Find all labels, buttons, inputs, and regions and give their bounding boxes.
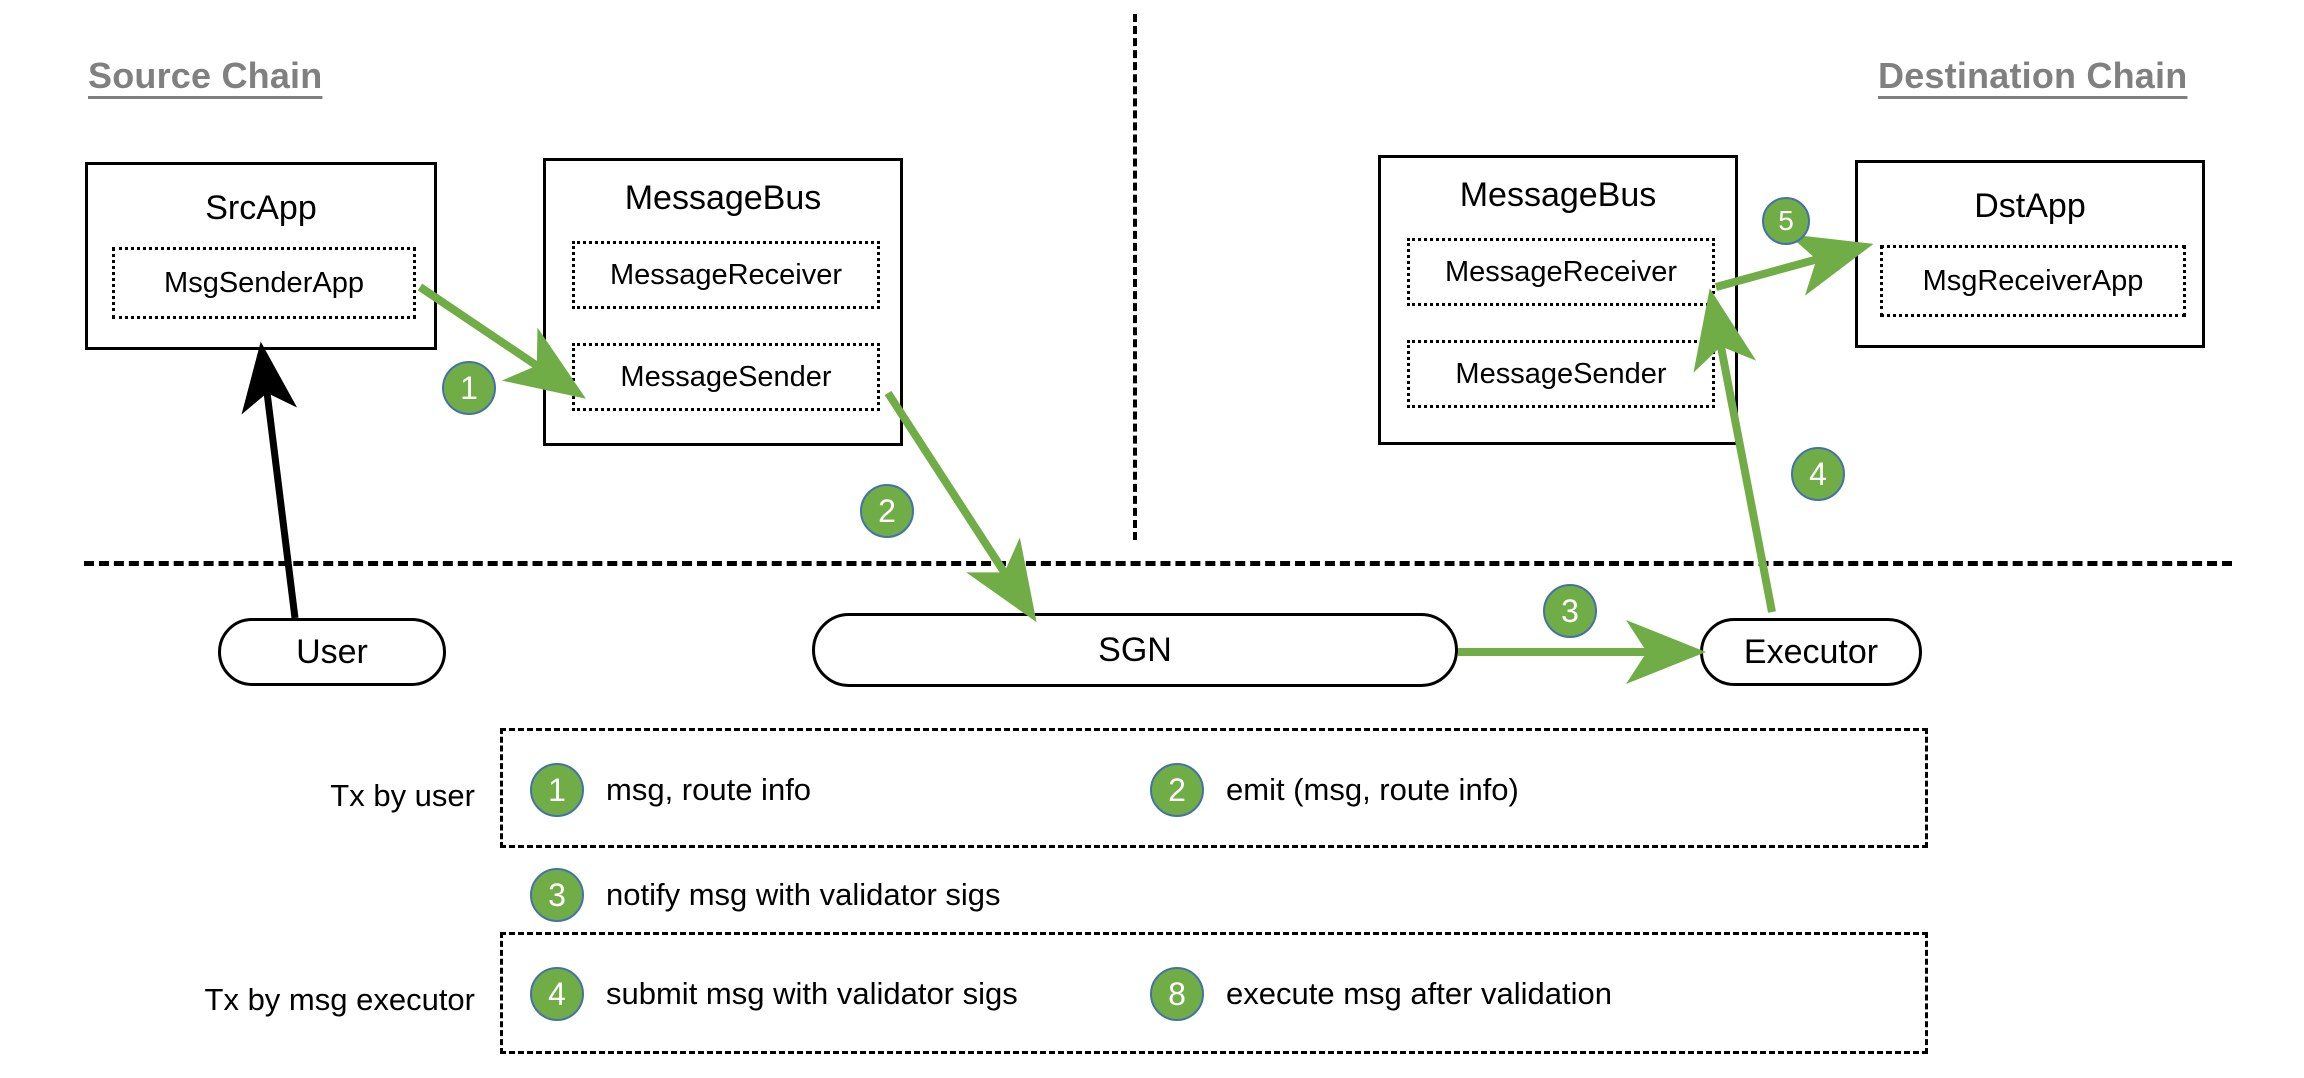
onchain-offchain-divider [84, 561, 2232, 566]
legend-text-3: notify msg with validator sigs [606, 877, 1001, 912]
src-app-title: SrcApp [205, 189, 317, 227]
destination-chain-heading: Destination Chain [1878, 55, 2188, 96]
flow-badge-3: 3 [1543, 584, 1597, 638]
legend-text-8: execute msg after validation [1226, 976, 1612, 1011]
flow-badge-1: 1 [442, 361, 496, 415]
chain-divider-vertical [1133, 14, 1137, 540]
src-app-box[interactable]: SrcApp MsgSenderApp [85, 162, 437, 350]
dst-app-title: DstApp [1974, 187, 2086, 225]
source-message-bus-box[interactable]: MessageBus MessageReceiver MessageSender [543, 158, 903, 446]
legend-text-4: submit msg with validator sigs [606, 976, 1018, 1011]
legend-group-tx-by-msg-executor [500, 932, 1928, 1054]
legend-text-1: msg, route info [606, 772, 812, 807]
legend-badge-4: 4 [530, 967, 584, 1021]
source-message-receiver-component[interactable]: MessageReceiver [572, 241, 880, 309]
source-message-sender-component[interactable]: MessageSender [572, 343, 880, 411]
destination-message-bus-title: MessageBus [1459, 176, 1657, 214]
source-message-bus-title: MessageBus [624, 179, 822, 217]
dst-app-box[interactable]: DstApp MsgReceiverApp [1855, 160, 2205, 348]
flow-badge-5: 5 [1762, 197, 1810, 245]
destination-message-bus-box[interactable]: MessageBus MessageReceiver MessageSender [1378, 155, 1738, 445]
legend-item-1: 1 msg, route info [530, 763, 811, 817]
legend-badge-3: 3 [530, 868, 584, 922]
user-node[interactable]: User [218, 618, 446, 686]
source-chain-heading: Source Chain [88, 55, 323, 96]
legend-group-tx-by-user [500, 728, 1928, 848]
legend-item-4: 4 submit msg with validator sigs [530, 967, 1018, 1021]
legend-badge-1: 1 [530, 763, 584, 817]
sgn-node[interactable]: SGN [812, 613, 1458, 687]
executor-node[interactable]: Executor [1700, 618, 1922, 686]
msg-sender-app-component[interactable]: MsgSenderApp [112, 247, 416, 319]
arrow-user-to-srcapp [241, 341, 299, 619]
destination-message-receiver-component[interactable]: MessageReceiver [1407, 238, 1715, 306]
legend-row-label-tx-by-msg-executor: Tx by msg executor [204, 982, 475, 1017]
legend-badge-2: 2 [1150, 763, 1204, 817]
legend-text-2: emit (msg, route info) [1226, 772, 1519, 807]
legend-row-label-tx-by-user: Tx by user [330, 778, 475, 813]
flow-badge-4: 4 [1791, 447, 1845, 501]
msg-receiver-app-component[interactable]: MsgReceiverApp [1880, 245, 2186, 317]
legend-badge-8: 8 [1150, 967, 1204, 1021]
destination-message-sender-component[interactable]: MessageSender [1407, 340, 1715, 408]
legend-item-2: 2 emit (msg, route info) [1150, 763, 1519, 817]
legend-item-3: 3 notify msg with validator sigs [530, 868, 1001, 922]
flow-badge-2: 2 [860, 484, 914, 538]
legend-item-8: 8 execute msg after validation [1150, 967, 1612, 1021]
